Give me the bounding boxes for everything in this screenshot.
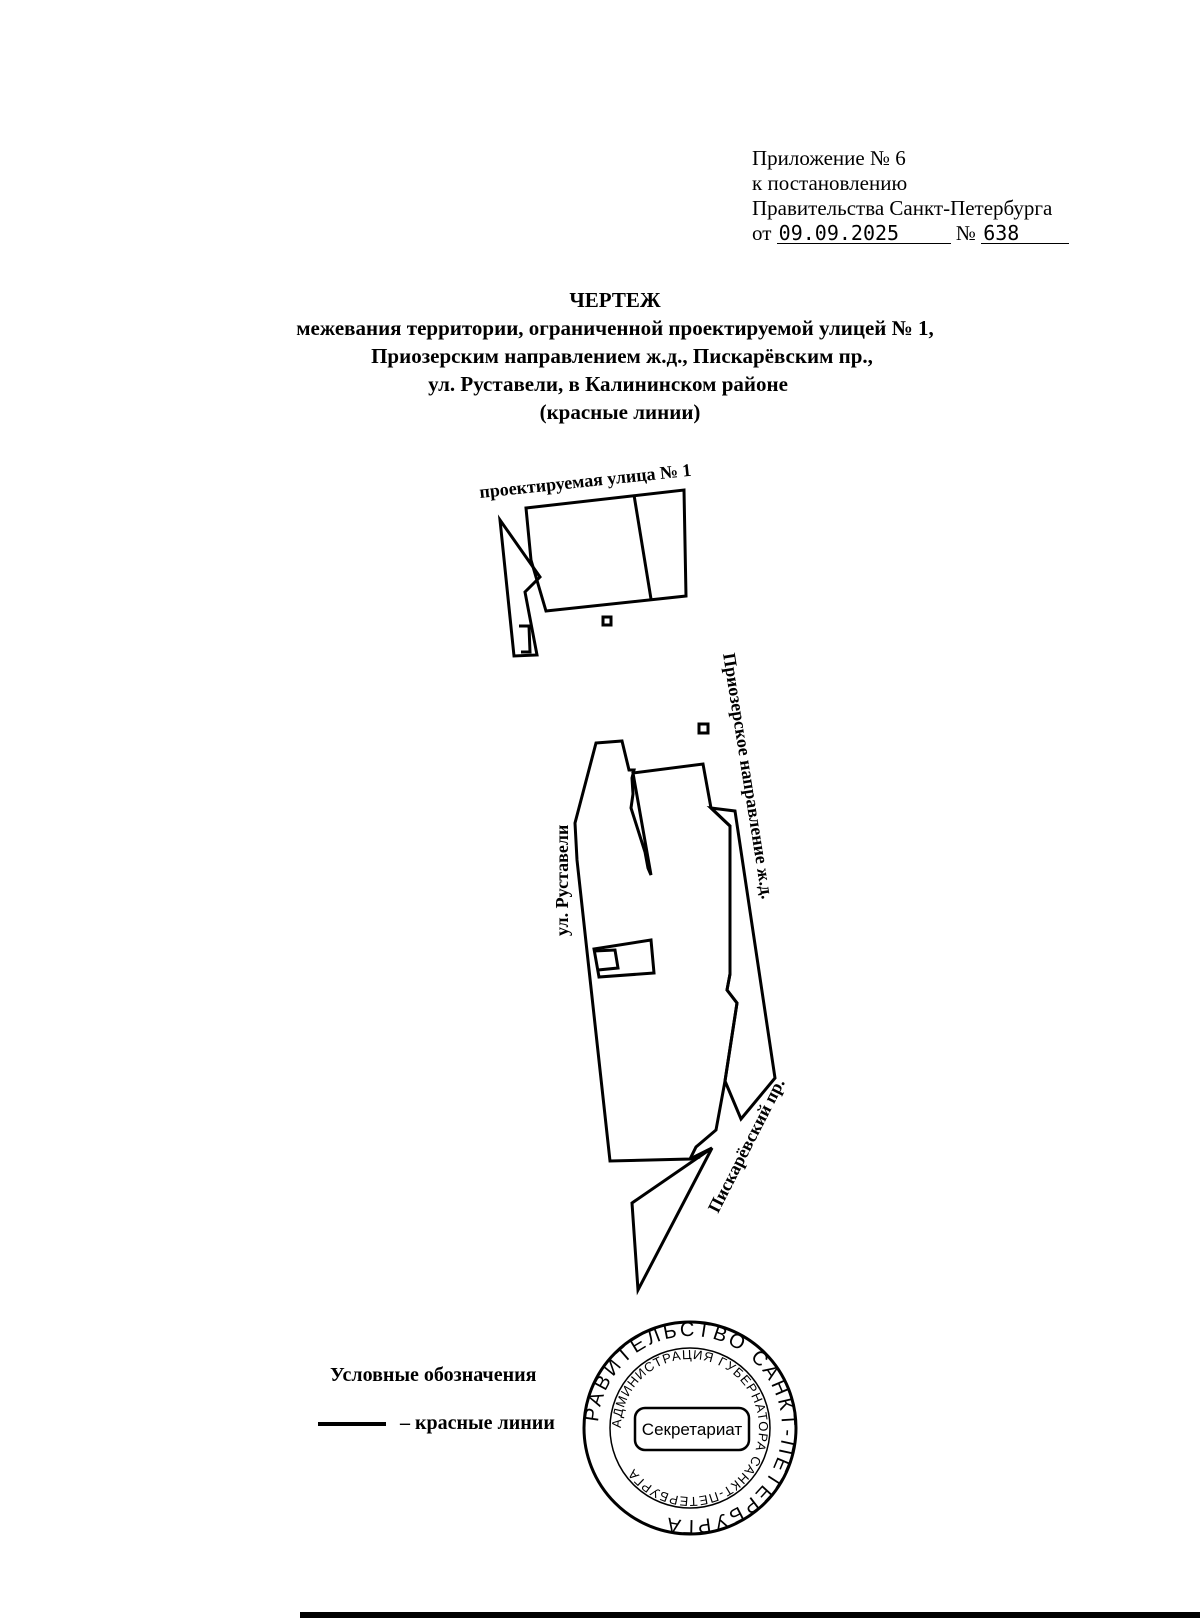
annex-line-3: Правительства Санкт-Петербурга xyxy=(752,196,1053,220)
main-block-notch xyxy=(592,938,656,979)
heading-line-2: Приозерским направлением ж.д., Пискарёвс… xyxy=(371,344,873,368)
legend-title: Условные обозначения xyxy=(330,1364,537,1386)
seal-outer-ring xyxy=(582,1320,798,1536)
document-date: 09.09.2025 xyxy=(776,223,951,244)
legend-item-label: – красные линии xyxy=(400,1412,555,1434)
heading-line-1: межевания территории, ограниченной проек… xyxy=(296,316,934,340)
seal-center-text: Секретариат xyxy=(642,1420,743,1439)
scan-bottom-border xyxy=(300,1612,1200,1618)
east-strip-outline xyxy=(706,805,777,1122)
north-block-outline xyxy=(524,488,688,613)
main-block-notch-inner xyxy=(593,948,620,972)
heading-line-4: (красные линии) xyxy=(539,400,701,424)
annex-line-2: к постановлению xyxy=(752,171,908,195)
north-block-divider xyxy=(632,494,653,600)
annex-block: Приложение № 6 к постановлению Правитель… xyxy=(752,146,1070,246)
heading-title: ЧЕРТЕЖ xyxy=(569,288,661,312)
number-label: № xyxy=(955,221,976,245)
from-label: от xyxy=(752,221,772,245)
drawing-heading: ЧЕРТЕЖ межевания территории, ограниченно… xyxy=(0,286,1200,426)
seal-middle-ring xyxy=(609,1347,771,1509)
rail-small-square xyxy=(697,722,710,735)
annex-date-row: от 09.09.2025 № 638 xyxy=(752,221,1070,246)
heading-line-3: ул. Руставели, в Калининском районе xyxy=(428,372,788,396)
legend-item-red-lines: – красные линии xyxy=(318,1412,555,1435)
label-west-street: ул. Руставели xyxy=(552,825,572,936)
south-wedge-top xyxy=(689,1146,713,1161)
official-seal: ПРАВИТЕЛЬСТВО САНКТ-ПЕТЕРБУРГА АДМИНИСТР… xyxy=(0,0,798,1537)
annex-line-1: Приложение № 6 xyxy=(752,146,906,170)
document-number: 638 xyxy=(981,223,1070,244)
north-wedge-outline xyxy=(497,514,542,658)
label-prospect: Пискарёвский пр. xyxy=(704,1075,789,1216)
seal-center-box xyxy=(633,1406,751,1452)
label-north-street: проектируемая улица № 1 xyxy=(478,460,692,502)
seal-outer-text: ПРАВИТЕЛЬСТВО САНКТ-ПЕТЕРБУРГА xyxy=(0,0,796,1537)
label-rail: Приозерское направление ж.д. xyxy=(719,651,778,900)
legend-line-symbol xyxy=(318,1421,386,1426)
north-small-square xyxy=(601,615,613,627)
north-wedge-inner xyxy=(519,624,532,654)
south-wedge-outline xyxy=(630,1146,714,1296)
